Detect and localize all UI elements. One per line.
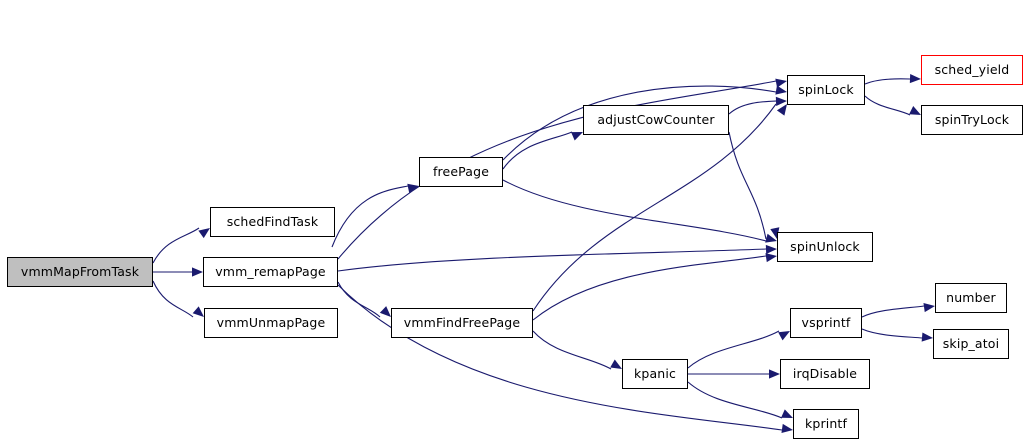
edge-line	[152, 280, 194, 318]
node-label: kpanic	[633, 365, 676, 381]
node-label: freePage	[432, 163, 490, 179]
node-kprintf[interactable]: kprintf	[793, 409, 859, 439]
node-label: sched_yield	[934, 61, 1010, 77]
edge-arrowhead	[909, 105, 921, 115]
edge-arrowhead	[192, 267, 203, 277]
edge-arrowhead	[379, 306, 391, 317]
edge-line	[728, 131, 767, 240]
node-label: vmm_remapPage	[215, 263, 326, 279]
node-freePage[interactable]: freePage	[419, 157, 503, 187]
node-spinLock[interactable]: spinLock	[787, 75, 865, 105]
node-label: skip_atoi	[942, 335, 1000, 351]
edge-line	[532, 255, 767, 321]
node-vmm_remapPage[interactable]: vmm_remapPage	[203, 257, 338, 287]
node-label: adjustCowCounter	[597, 111, 715, 127]
node-label: vsprintf	[801, 314, 851, 330]
edge-arrowhead	[610, 359, 622, 369]
edge-line	[864, 95, 911, 116]
node-adjustCowCounter[interactable]: adjustCowCounter	[583, 105, 729, 135]
node-number[interactable]: number	[935, 283, 1007, 313]
node-label: schedFindTask	[226, 213, 319, 229]
edge-arrowhead	[765, 244, 777, 255]
edge-line	[337, 80, 777, 260]
edge-line	[728, 100, 777, 115]
node-vmmFindFreePage[interactable]: vmmFindFreePage	[391, 308, 533, 338]
edge-arrowhead	[769, 369, 780, 379]
edge-arrowhead	[765, 233, 777, 243]
edge-arrowhead	[775, 96, 787, 107]
edge-line	[502, 179, 767, 242]
node-label: kprintf	[804, 415, 848, 431]
edge-arrowhead	[778, 331, 790, 341]
node-kpanic[interactable]: kpanic	[622, 359, 688, 389]
edge-line	[337, 248, 767, 272]
edge-arrowhead	[909, 73, 921, 84]
edge-line	[331, 185, 409, 248]
node-skip_atoi[interactable]: skip_atoi	[933, 329, 1009, 359]
edge-line	[687, 381, 783, 419]
edge-line	[861, 305, 925, 318]
node-irqDisable[interactable]: irqDisable	[780, 359, 870, 389]
edge-arrowhead	[781, 423, 793, 433]
edge-line	[532, 330, 612, 370]
edge-line	[861, 328, 923, 339]
node-sched_yield[interactable]: sched_yield	[921, 55, 1023, 85]
edge-line	[532, 103, 777, 312]
edge-line	[864, 78, 911, 85]
edge-line	[337, 284, 783, 431]
node-label: spinUnlock	[790, 238, 860, 254]
edge-arrowhead	[775, 85, 787, 95]
edge-arrowhead	[775, 78, 787, 88]
edge-arrowhead	[765, 253, 777, 263]
node-label: vmmFindFreePage	[403, 314, 521, 330]
edge-arrowhead	[776, 104, 787, 116]
node-schedFindTask[interactable]: schedFindTask	[210, 207, 335, 237]
node-label: vmmUnmapPage	[216, 314, 326, 330]
node-vmmUnmapPage[interactable]: vmmUnmapPage	[204, 308, 338, 338]
node-label: irqDisable	[792, 365, 858, 381]
edge-arrowhead	[407, 183, 419, 193]
edge-arrowhead	[781, 409, 793, 418]
node-label: number	[946, 289, 996, 305]
node-spinUnlock[interactable]: spinUnlock	[777, 232, 873, 262]
edge-arrowhead	[192, 306, 204, 317]
edge-line	[687, 330, 780, 369]
edge-arrowhead	[571, 132, 583, 141]
edge-line	[337, 281, 381, 318]
node-label: spinLock	[798, 81, 854, 97]
edge-arrowhead	[921, 332, 933, 342]
node-label: spinTryLock	[934, 111, 1010, 127]
node-vmmMapFromTask[interactable]: vmmMapFromTask	[7, 257, 153, 287]
edge-arrowhead	[198, 228, 210, 239]
node-spinTryLock[interactable]: spinTryLock	[921, 105, 1023, 135]
edge-line	[152, 227, 200, 264]
edge-line	[502, 131, 573, 170]
node-label: vmmMapFromTask	[20, 263, 140, 279]
edge-line	[502, 85, 777, 161]
node-vsprintf[interactable]: vsprintf	[790, 308, 862, 338]
edge-arrowhead	[923, 302, 935, 313]
